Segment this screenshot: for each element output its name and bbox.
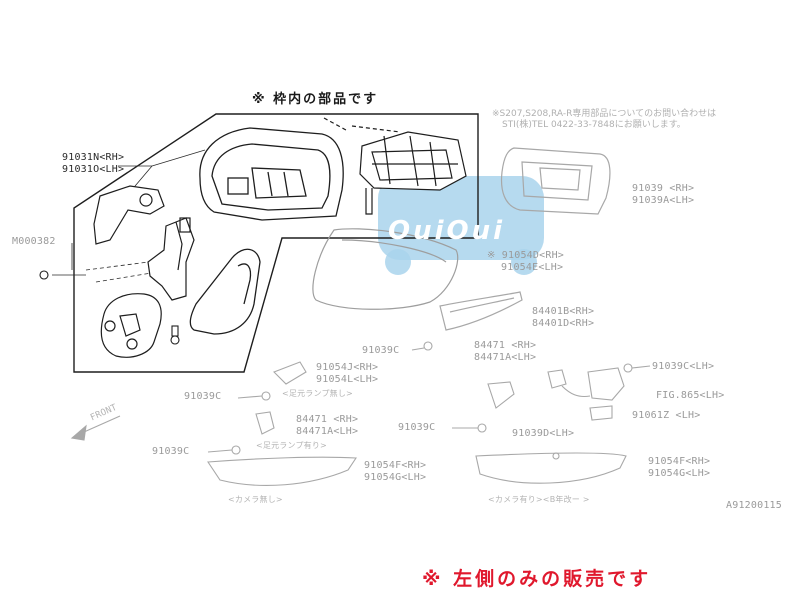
label-91054f-b: 91054F<RH>: [648, 456, 711, 467]
label-84471-a: 84471 <RH>: [474, 340, 537, 351]
label-91054g-a: 91054G<LH>: [364, 472, 427, 483]
watermark-text: OuiOui: [388, 216, 506, 246]
label-84471a-a: 84471A<LH>: [474, 352, 537, 363]
label-91054j: 91054J<RH>: [316, 362, 379, 373]
label-91039c-d: 91039C: [152, 446, 190, 457]
diagram-id: A91200115: [726, 500, 782, 511]
watermark-logo: [378, 176, 544, 275]
mirror-cover-sti-part: [312, 228, 459, 310]
mirror-mechanism-part: [323, 117, 467, 215]
label-91054e: 91054E<LH>: [501, 262, 564, 273]
label-91031o: 91031O<LH>: [62, 164, 125, 175]
bracket-part: [93, 185, 165, 245]
label-84401d: 84401D<RH>: [532, 318, 595, 329]
sti-note-line2: STI(株)TEL 0422-33-7848にお願いします。: [502, 120, 686, 130]
label-91039a: 91039A<LH>: [632, 195, 695, 206]
label-91054g-b: 91054G<LH>: [648, 468, 711, 479]
label-91039c-c: 91039C: [398, 422, 436, 433]
label-91039d: 91039D<LH>: [512, 428, 575, 439]
label-m000382: M000382: [12, 236, 56, 247]
label-84471-b: 84471 <RH>: [296, 414, 359, 425]
screw-in-box: [39, 270, 180, 345]
sti-note-line1: ※S207,S208,RA-R専用部品についてのお問い合わせは: [492, 109, 717, 119]
label-84401b: 84401B<RH>: [532, 306, 595, 317]
label-84471a-b: 84471A<LH>: [296, 426, 359, 437]
left-side-only-notice: ※ 左側のみの販売です: [422, 568, 652, 590]
mirror-cover-part: [199, 127, 344, 221]
framed-parts-heading: ※ 枠内の部品です: [252, 92, 379, 107]
label-91039c-b: 91039C: [184, 391, 222, 402]
label-fig865: FIG.865<LH>: [656, 390, 725, 401]
motor-assembly-part: [147, 217, 195, 301]
label-foot-lamp-none: <足元ランプ無し>: [282, 389, 353, 398]
label-91061z: 91061Z <LH>: [632, 410, 701, 421]
label-camera-none: <カメラ無し>: [228, 495, 283, 504]
label-camera-with: <カメラ有り><B年改ー >: [488, 495, 590, 504]
parts-frame: [73, 113, 479, 373]
lower-grey-parts: [70, 341, 651, 486]
label-foot-lamp-with: <足元ランプ有り>: [256, 441, 327, 450]
label-91039c-lh: 91039C<LH>: [652, 361, 715, 372]
mirror-cap-part: [189, 248, 261, 335]
label-91031n: 91031N<RH>: [62, 152, 125, 163]
label-91054l: 91054L<LH>: [316, 374, 379, 385]
mirror-glass-part: [500, 147, 611, 215]
turn-signal-lamp-part: [439, 291, 523, 331]
label-91054d: ※ 91054D<RH>: [487, 250, 565, 261]
mirror-backing-part: [100, 293, 162, 358]
label-91054f-a: 91054F<RH>: [364, 460, 427, 471]
sti-note: ※S207,S208,RA-R専用部品についてのお問い合わせは STI(株)TE…: [492, 109, 716, 131]
label-91039: 91039 <RH>: [632, 183, 695, 194]
label-91039c-a: 91039C: [362, 345, 400, 356]
